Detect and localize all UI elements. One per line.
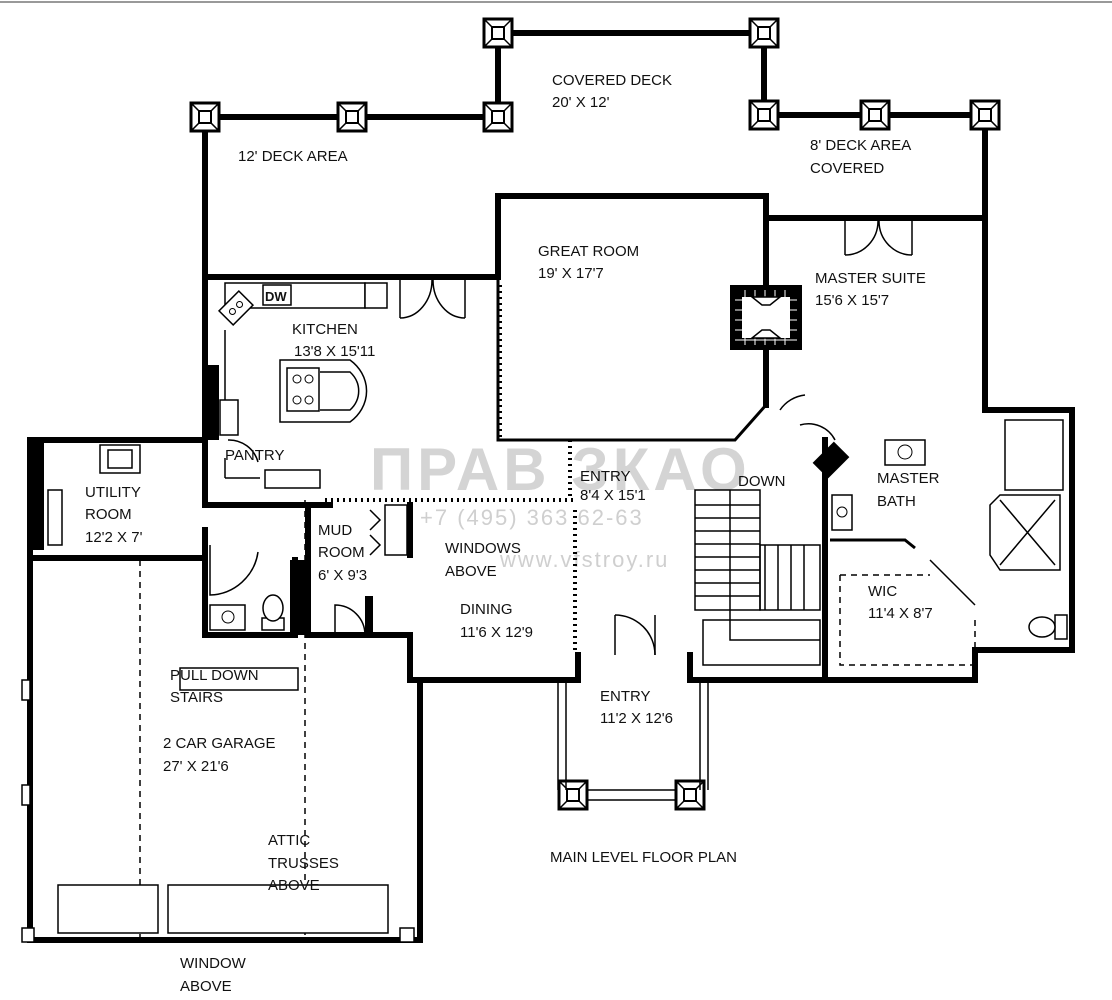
post-icon [482, 101, 514, 133]
deck-covered-label-2: COVERED [810, 160, 884, 177]
post-icon [748, 99, 780, 131]
wic-label: WIC [868, 583, 897, 600]
covered-deck-label: COVERED DECK [552, 72, 672, 89]
watermark-brand: ПРАВ ЗКАО [370, 436, 751, 503]
toilet-icon [261, 594, 285, 631]
watermark-phone: +7 (495) 363 62-63 [420, 505, 644, 530]
master-bath-fixtures [812, 419, 1068, 640]
kitchen-label: KITCHEN [292, 321, 358, 338]
watermark-site: www.vfstroy.ru [499, 547, 669, 572]
master-suite-size: 15'6 X 15'7 [815, 292, 889, 309]
attic-label: ATTIC [268, 832, 310, 849]
pull-down-label-2: STAIRS [170, 689, 223, 706]
toilet-icon [1028, 614, 1068, 640]
down-label: DOWN [738, 473, 786, 490]
entry-hall-size: 8'4 X 15'1 [580, 487, 646, 504]
wic-shelves [830, 538, 976, 666]
great-room-label: GREAT ROOM [538, 243, 639, 260]
post-icon [969, 99, 1001, 131]
post-icon [189, 101, 221, 133]
room-labels: COVERED DECK 20' X 12' 12' DECK AREA 8' … [85, 72, 940, 995]
walls [27, 193, 1075, 943]
pantry-shelves [224, 439, 321, 489]
garage-fixtures [21, 500, 415, 943]
front-door-icon [614, 614, 656, 656]
kitchen-counters: DW [217, 282, 388, 436]
french-door-icon [399, 279, 466, 319]
deck-railings [202, 30, 988, 280]
windows-above-label: WINDOWS [445, 540, 521, 557]
kitchen-size: 13'8 X 15'11 [294, 343, 375, 360]
master-suite-label: MASTER SUITE [815, 270, 926, 287]
dining-size: 11'6 X 12'9 [460, 624, 533, 641]
windows-above-label-2: ABOVE [445, 563, 497, 580]
master-bath-label-2: BATH [877, 493, 916, 510]
post-icon [748, 17, 780, 49]
deck-area-label: 12' DECK AREA [238, 148, 348, 165]
dishwasher-label: DW [265, 289, 287, 304]
sink-icon [217, 289, 255, 327]
mud-room-label-2: ROOM [318, 544, 365, 561]
wic-size: 11'4 X 8'7 [868, 605, 933, 622]
mud-room-label: MUD [318, 522, 352, 539]
mud-room-size: 6' X 9'3 [318, 567, 367, 584]
utility-sink-icon [47, 444, 141, 546]
pull-down-label: PULL DOWN [170, 667, 259, 684]
plan-title: MAIN LEVEL FLOOR PLAN [550, 849, 737, 866]
master-bath-label: MASTER [877, 470, 940, 487]
stairs-icon [694, 489, 821, 666]
kitchen-island [279, 359, 368, 423]
post-icon [557, 779, 589, 811]
utility-label: UTILITY [85, 484, 141, 501]
garage-label: 2 CAR GARAGE [163, 735, 276, 752]
deck-covered-label: 8' DECK AREA [810, 137, 911, 154]
post-icon [859, 99, 891, 131]
attic-label-2: TRUSSES [268, 855, 339, 872]
attic-label-3: ABOVE [268, 877, 320, 894]
window-above-label: WINDOW [180, 955, 247, 972]
entry-front-size: 11'2 X 12'6 [600, 710, 673, 727]
mud-room-fixtures [334, 504, 408, 636]
window-walls [325, 285, 577, 650]
fireplace-icon [730, 285, 802, 350]
post-icon [336, 101, 368, 133]
half-bath [209, 545, 285, 631]
french-door-icon [844, 220, 913, 256]
porch-columns [557, 680, 709, 801]
utility-label-2: ROOM [85, 506, 132, 523]
watermark: ПРАВ ЗКАО +7 (495) 363 62-63 www.vfstroy… [370, 436, 751, 572]
entry-door-icon [779, 394, 836, 441]
pantry-label: PANTRY [225, 447, 284, 464]
entry-front-label: ENTRY [600, 688, 651, 705]
entry-hall-label: ENTRY [580, 468, 631, 485]
dining-label: DINING [460, 601, 513, 618]
great-room-size: 19' X 17'7 [538, 265, 604, 282]
utility-size: 12'2 X 7' [85, 529, 143, 546]
window-above-label-2: ABOVE [180, 978, 232, 995]
garage-size: 27' X 21'6 [163, 758, 229, 775]
covered-deck-size: 20' X 12' [552, 94, 610, 111]
post-icon [482, 17, 514, 49]
